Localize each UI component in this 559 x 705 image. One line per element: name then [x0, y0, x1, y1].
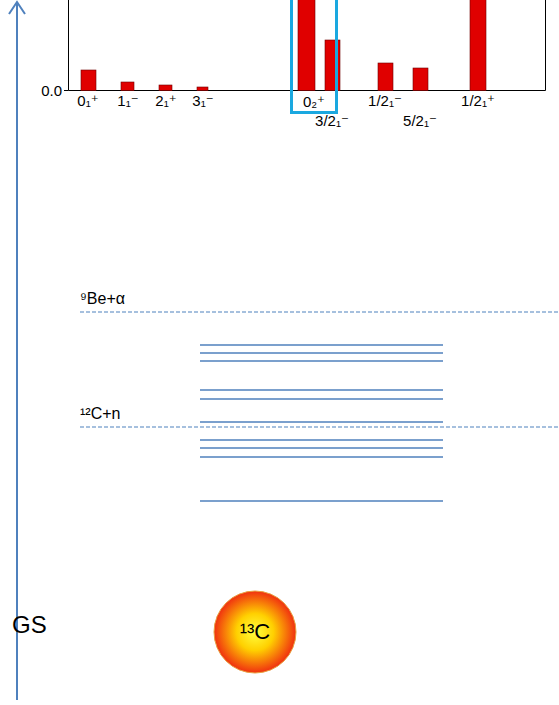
nucleus-label: ¹³C — [240, 620, 271, 644]
state-label: 3/2₁⁻ — [315, 113, 349, 130]
state-label: 1/2₁⁺ — [461, 93, 495, 110]
bars — [81, 0, 486, 91]
level-label: ⁹Be+α — [80, 290, 125, 308]
state-label: 2₁⁺ — [155, 93, 176, 110]
state-label: 0₂⁺ — [293, 94, 335, 111]
nucleus-circle: ¹³C — [213, 590, 297, 674]
energy-axis — [9, 2, 25, 700]
level-label: GS — [12, 612, 47, 638]
threshold-lines — [80, 312, 559, 427]
state-label: 5/2₁⁻ — [403, 113, 437, 130]
state-label: 3₁⁻ — [192, 93, 213, 110]
axis-tick-label: 0.0 — [41, 83, 62, 100]
level-label: ¹²C+n — [80, 405, 120, 423]
state-label: 0₁⁺ — [77, 93, 98, 110]
energy-levels — [200, 345, 443, 501]
state-label: 1₁⁻ — [117, 93, 138, 110]
state-label: 1/2₁⁻ — [368, 93, 402, 110]
highlight-box: 0₂⁺ — [290, 0, 338, 114]
